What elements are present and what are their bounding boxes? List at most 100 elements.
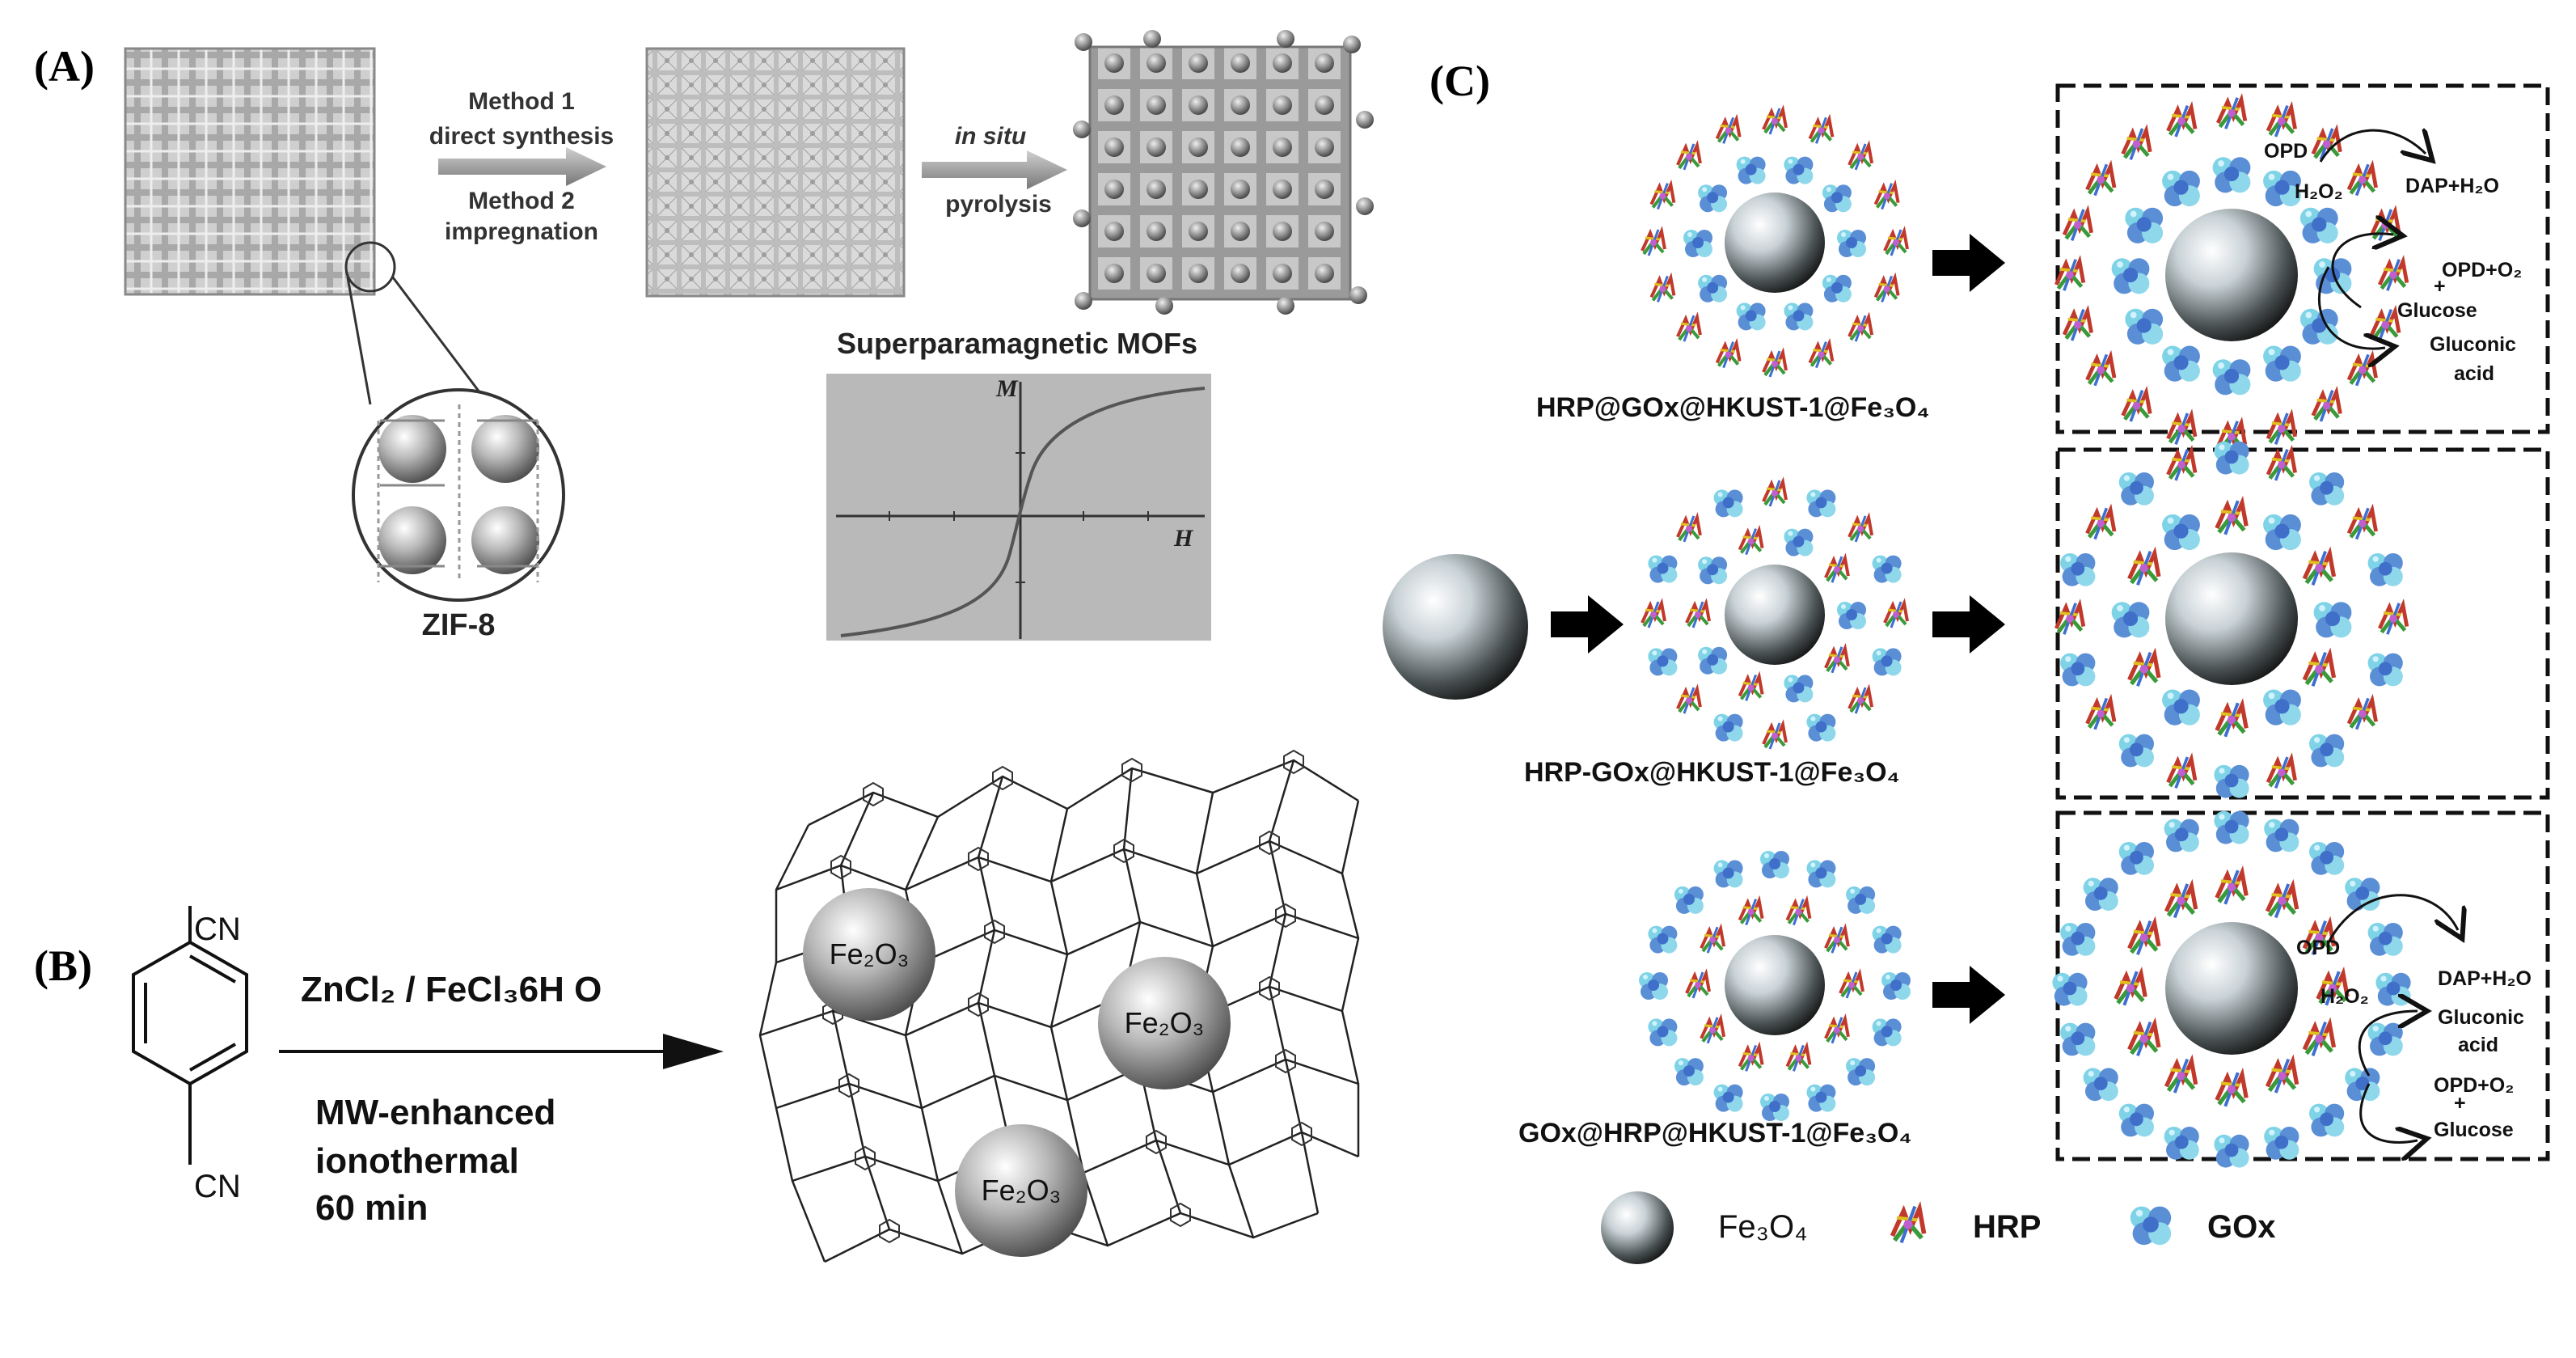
method2-line2: impregnation [445, 218, 598, 245]
gox-enzyme-icon [2111, 258, 2150, 294]
gox-enzyme-icon [1648, 555, 1678, 583]
gox-enzyme-icon [2345, 1068, 2380, 1102]
gox-enzyme-icon [1683, 230, 1712, 257]
hrp-enzyme-icon [2313, 391, 2341, 421]
row2-arrow [1932, 595, 2005, 654]
gox-enzyme-icon [2309, 1103, 2345, 1137]
hrp-enzyme-icon [2371, 209, 2399, 240]
gox-enzyme-icon [2060, 653, 2096, 687]
hrp-enzyme-icon [2349, 354, 2376, 385]
gox-enzyme-icon [2263, 689, 2301, 726]
hrp-enzyme-icon [2217, 703, 2246, 737]
gox-enzyme-icon [2118, 1103, 2154, 1137]
condition-line1: MW-enhanced [315, 1093, 555, 1132]
mof-crystal-magnetic [1073, 30, 1374, 315]
hrp-enzyme-icon [1762, 721, 1788, 751]
row1-box-composite [2056, 98, 2407, 452]
gox-enzyme-icon [1713, 1084, 1743, 1112]
gox-enzyme-icon [2367, 653, 2403, 687]
condition-line3: 60 min [315, 1188, 428, 1228]
gox-enzyme-icon [1639, 972, 1668, 1000]
hrp-enzyme-icon [2268, 450, 2295, 480]
hrp-enzyme-icon [1700, 1015, 1726, 1045]
r3-gluconic1: Gluconic [2438, 1006, 2524, 1029]
gox-enzyme-icon [1872, 648, 1902, 676]
r1-dap: DAP+H₂O [2405, 175, 2499, 197]
gox-enzyme-icon [1713, 860, 1743, 888]
hrp-enzyme-icon [2304, 552, 2333, 586]
gox-enzyme-icon [1881, 972, 1911, 1000]
gox-enzyme-icon [2164, 819, 2199, 852]
hrp-enzyme-icon [1823, 645, 1850, 675]
gox-enzyme-icon [2313, 602, 2352, 638]
hrp-enzyme-icon [1738, 1043, 1764, 1073]
hrp-enzyme-icon [2349, 164, 2376, 195]
hrp-enzyme-icon [2217, 870, 2246, 904]
gox-enzyme-icon [2264, 819, 2299, 852]
gox-enzyme-icon [1806, 1084, 1836, 1112]
panel-c-label: (C) [1429, 57, 1490, 105]
gox-enzyme-icon [2375, 972, 2411, 1006]
hrp-enzyme-icon [2087, 354, 2114, 385]
gox-enzyme-icon [2299, 207, 2338, 243]
hrp-enzyme-icon [1675, 142, 1702, 171]
hrp-enzyme-icon [2304, 653, 2333, 687]
gox-enzyme-icon [1648, 925, 1678, 954]
gox-enzyme-icon [2367, 923, 2403, 956]
gox-enzyme-icon [2214, 764, 2249, 798]
pyrolysis-label: pyrolysis [945, 191, 1052, 218]
gox-enzyme-icon [1648, 648, 1678, 676]
gox-enzyme-icon [2060, 923, 2096, 956]
pyrolysis-arrow [922, 150, 1067, 189]
gox-enzyme-icon [1822, 184, 1852, 213]
gox-enzyme-icon [2118, 842, 2154, 875]
condition-line2: ionothermal [315, 1141, 519, 1181]
hrp-enzyme-icon [1675, 514, 1702, 544]
hrp-enzyme-icon [1738, 527, 1764, 556]
method-arrow [438, 147, 606, 186]
fe2o3-label-2: Fe₂O₃ [1125, 1006, 1205, 1039]
legend-hrp-icon [1892, 1207, 1924, 1243]
hrp-enzyme-icon [2168, 413, 2195, 444]
gox-enzyme-icon [1713, 713, 1743, 742]
gox-enzyme-icon [2060, 1022, 2096, 1056]
gox-enzyme-icon [2212, 157, 2251, 193]
row1-arrow [1932, 234, 2005, 292]
gox-enzyme-icon [2060, 553, 2096, 586]
hrp-enzyme-icon [2371, 310, 2399, 341]
legend-gox-icon [2130, 1206, 2172, 1246]
hrp-enzyme-icon [2166, 884, 2195, 918]
gox-enzyme-icon [2162, 345, 2200, 382]
row3-box [2055, 810, 2550, 1161]
gox-enzyme-icon [2125, 207, 2164, 243]
panel-a-label: (A) [34, 42, 95, 91]
gox-enzyme-icon [1674, 886, 1704, 914]
method1-line2: direct synthesis [429, 123, 614, 150]
hrp-enzyme-icon [1738, 673, 1764, 703]
row1-composite [1641, 107, 1909, 379]
gox-enzyme-icon [2309, 842, 2345, 875]
insitu-label: in situ [955, 123, 1026, 150]
gox-enzyme-icon [1674, 1058, 1704, 1086]
row3-label: GOx@HRP@HKUST-1@Fe₃O₄ [1518, 1118, 1912, 1149]
hrp-enzyme-icon [1641, 228, 1666, 257]
hrp-enzyme-icon [1848, 686, 1874, 716]
gox-enzyme-icon [1760, 851, 1789, 878]
hrp-enzyme-icon [1848, 314, 1874, 344]
superparamagnetic-caption: Superparamagnetic MOFs [837, 327, 1197, 360]
plot-y-label: M [995, 375, 1019, 402]
gox-enzyme-icon [1760, 1094, 1789, 1121]
hrp-enzyme-icon [2087, 698, 2114, 729]
hrp-enzyme-icon [2218, 98, 2245, 129]
hrp-enzyme-icon [1823, 925, 1850, 955]
hrp-enzyme-icon [1873, 181, 1900, 211]
gox-enzyme-icon [2125, 308, 2164, 345]
terephthalonitrile-structure [132, 906, 248, 1165]
gox-enzyme-icon [2214, 810, 2249, 844]
cn-top-label: CN [194, 912, 241, 947]
row1-box [2055, 83, 2550, 434]
r3-plus: + [2454, 1092, 2466, 1115]
gox-enzyme-icon [2162, 689, 2200, 726]
mof-crystal-loaded [645, 47, 906, 298]
